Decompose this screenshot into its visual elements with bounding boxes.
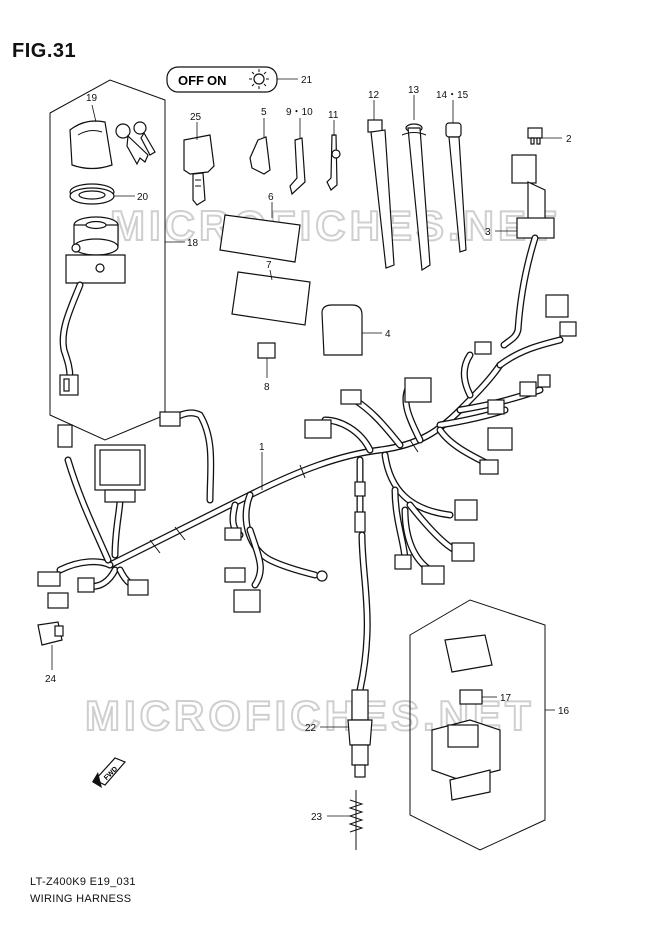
part-7-label[interactable] bbox=[231, 271, 311, 326]
figure-name: WIRING HARNESS bbox=[30, 893, 132, 905]
callout-19: 19 bbox=[86, 93, 98, 104]
headlight-icon bbox=[249, 69, 269, 89]
part-19-ignition-cap bbox=[69, 120, 113, 170]
callout-11: 11 bbox=[328, 110, 339, 121]
harness-connectors[interactable] bbox=[37, 294, 577, 613]
part-23-spring[interactable] bbox=[348, 790, 364, 850]
part-2-fuse[interactable] bbox=[527, 127, 543, 145]
part-11-clamp[interactable] bbox=[326, 134, 341, 191]
part-5-clamp[interactable] bbox=[249, 136, 271, 175]
part-8-fuse[interactable] bbox=[257, 342, 276, 359]
callout-17: 17 bbox=[500, 693, 512, 704]
part-4-relay-cap[interactable] bbox=[321, 304, 363, 356]
part-6-label[interactable] bbox=[219, 214, 301, 263]
switch-on-text: ON bbox=[207, 73, 227, 88]
callout-24: 24 bbox=[45, 674, 57, 685]
callout-13: 13 bbox=[408, 85, 420, 96]
callout-22: 22 bbox=[305, 723, 317, 734]
part-25-key[interactable] bbox=[183, 134, 215, 206]
part-22-oxygen-sensor[interactable] bbox=[347, 689, 373, 778]
callout-18: 18 bbox=[187, 238, 199, 249]
part-16-relay-group[interactable] bbox=[409, 599, 546, 851]
callout-9-10: 9・10 bbox=[286, 107, 313, 118]
part-18-ignition-switch-group[interactable] bbox=[49, 79, 166, 441]
callout-23: 23 bbox=[311, 812, 323, 823]
part-21-switch-label[interactable]: OFF ON bbox=[166, 66, 298, 93]
callout-25: 25 bbox=[190, 112, 202, 123]
fwd-direction-badge: FWD bbox=[92, 757, 127, 788]
callout-20: 20 bbox=[137, 192, 149, 203]
callout-leaders bbox=[51, 95, 562, 817]
callout-numbers: 19 20 18 25 5 9・10 11 12 13 14・15 21 2 3… bbox=[45, 75, 572, 823]
part-17-fuse bbox=[459, 689, 483, 705]
callout-2: 2 bbox=[566, 134, 572, 145]
switch-off-text: OFF bbox=[178, 73, 204, 88]
part-1-wiring-harness[interactable] bbox=[56, 336, 564, 694]
part-3-fuse-holder[interactable] bbox=[500, 154, 555, 349]
figure-code: LT-Z400K9 E19_031 bbox=[30, 876, 136, 888]
part-12-cable-tie[interactable] bbox=[367, 119, 395, 269]
callout-1: 1 bbox=[259, 442, 265, 453]
figure-title: FIG.31 bbox=[12, 40, 77, 62]
callout-21: 21 bbox=[301, 75, 313, 86]
callout-8: 8 bbox=[264, 382, 270, 393]
part-13-cable-tie[interactable] bbox=[401, 123, 431, 272]
part-24-coupler[interactable] bbox=[37, 621, 64, 646]
part-20-ring-nut bbox=[69, 183, 115, 205]
callout-14-15: 14・15 bbox=[436, 90, 469, 101]
callout-6: 6 bbox=[268, 192, 274, 203]
part-9-10-clamp[interactable] bbox=[289, 137, 306, 196]
callout-16: 16 bbox=[558, 706, 570, 717]
callout-3: 3 bbox=[485, 227, 491, 238]
callout-4: 4 bbox=[385, 329, 391, 340]
callout-12: 12 bbox=[368, 90, 380, 101]
callout-7: 7 bbox=[266, 260, 272, 271]
part-14-15-cable-tie[interactable] bbox=[445, 122, 467, 253]
callout-5: 5 bbox=[261, 107, 267, 118]
